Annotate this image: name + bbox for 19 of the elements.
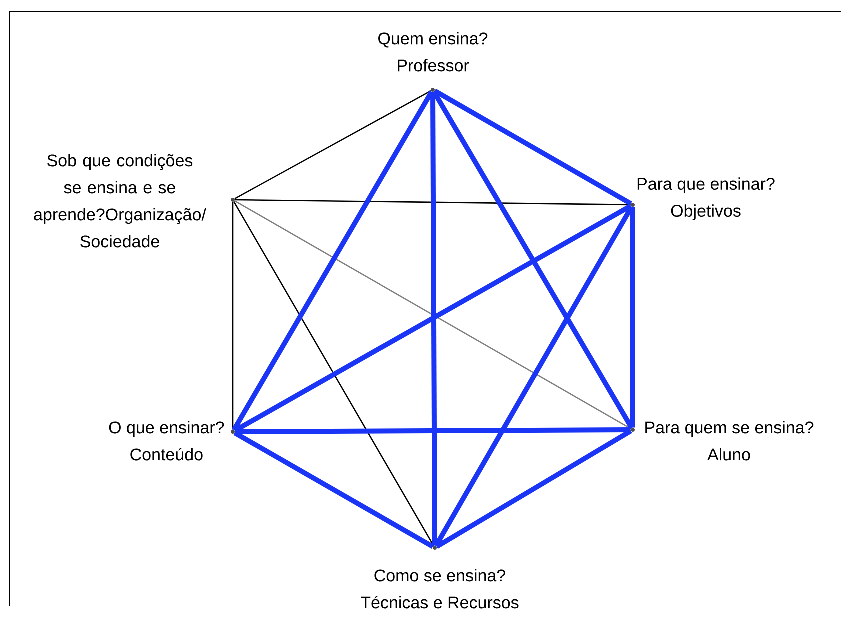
vertex-label: Para quem se ensina? Aluno — [646, 421, 814, 461]
connector — [232, 202, 234, 430]
vertex-label: Sob que condições se ensina e se aprende?Organização/ Sociedade — [34, 154, 206, 248]
connector — [234, 90, 432, 200]
connector — [630, 207, 636, 428]
connector — [235, 428, 631, 434]
connector — [234, 202, 434, 546]
connector — [432, 90, 634, 430]
connector — [234, 430, 434, 550]
connector — [434, 88, 632, 206]
connector — [232, 90, 434, 432]
connector — [235, 199, 631, 206]
connector — [436, 428, 632, 549]
vertex-label: Como se ensina? Técnicas e Recursos — [361, 569, 519, 609]
vertex-label: Para que ensinar? Objetivos — [638, 178, 775, 220]
vertex-label: O que ensinar? Conteúdo — [109, 421, 224, 461]
vertex-label: Quem ensina? Professor — [378, 32, 488, 72]
connector — [434, 206, 634, 548]
connector — [430, 92, 438, 546]
